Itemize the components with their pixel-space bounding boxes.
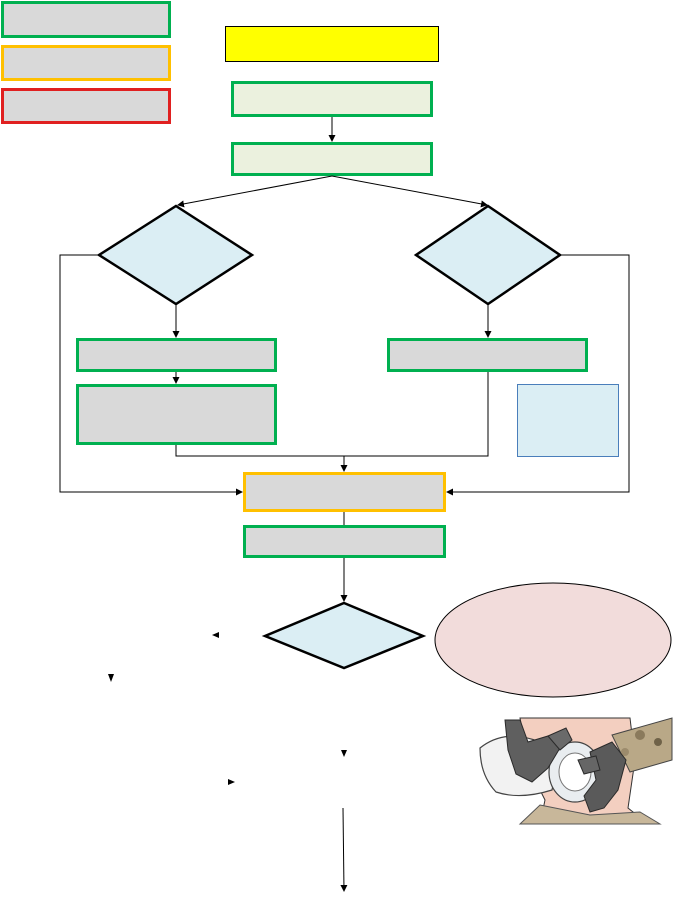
legend-red-box [1,88,171,124]
right-box-1 [387,338,588,372]
arrowhead-far-left-down [108,674,114,682]
left-box-1 [76,338,277,372]
arrow-step2-left [177,175,333,208]
decision-bottom-diamond [261,601,427,670]
arrowhead-center-down [341,750,347,757]
ellipse-note [434,582,672,698]
decision-right-diamond [413,204,563,306]
right-bypass-line [446,254,630,496]
step-2-box [231,142,433,176]
arrowhead-right-small [228,779,235,785]
decision-left-diamond [96,204,255,306]
left-box-2 [76,384,277,445]
final-down-arrow [340,807,348,892]
arrowhead-left-of-decision [212,632,219,638]
step-1-box [231,81,433,117]
left-bypass-line [59,254,243,496]
merge-box [243,472,446,512]
left-join-line [175,372,489,457]
flow-title-box [225,26,439,62]
bag-valve-mask-ventilation-illustration [479,717,673,825]
legend-green-box [1,1,171,38]
legend-amber-box [1,45,171,81]
arrow-step2-right [331,175,488,208]
after-merge-box [243,525,446,558]
side-note-box [517,384,619,457]
